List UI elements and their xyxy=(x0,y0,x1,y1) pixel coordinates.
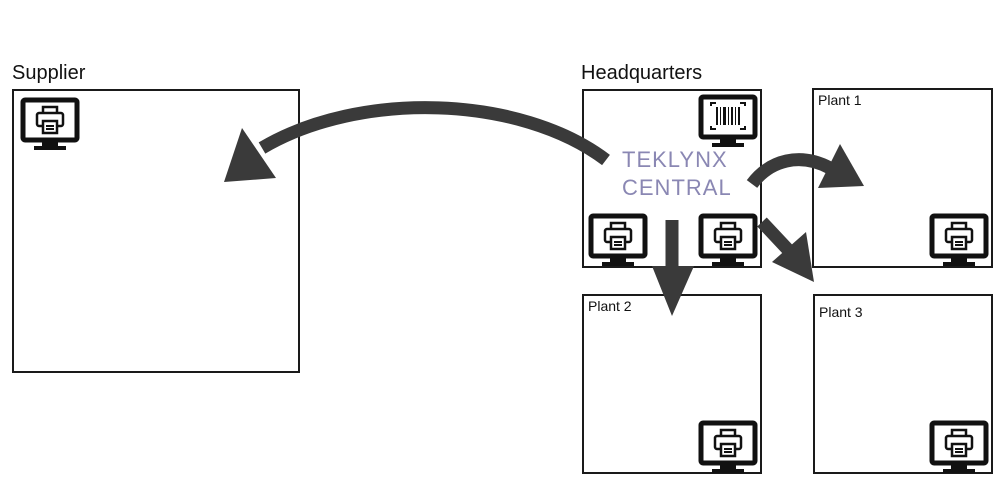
arrowhead-plant3 xyxy=(772,232,814,282)
central-line-2: CENTRAL xyxy=(622,175,732,200)
plant-1-label: Plant 1 xyxy=(818,92,862,108)
printer-monitor-icon xyxy=(929,420,989,476)
headquarters-title: Headquarters xyxy=(581,62,703,84)
printer-monitor-icon xyxy=(929,213,989,269)
plant-2-box: Plant 2 xyxy=(582,294,762,474)
plant-2-label: Plant 2 xyxy=(588,298,632,314)
plant-3-label: Plant 3 xyxy=(819,304,863,320)
supplier-box xyxy=(12,89,300,373)
barcode-monitor-icon xyxy=(698,94,758,150)
printer-monitor-icon xyxy=(698,213,758,269)
arrow-hq-to-supplier xyxy=(258,101,610,166)
printer-monitor-icon xyxy=(20,97,80,153)
printer-monitor-icon xyxy=(588,213,648,269)
headquarters-box xyxy=(582,89,762,268)
plant-1-box: Plant 1 xyxy=(812,88,993,268)
printer-monitor-icon xyxy=(698,420,758,476)
central-line-1: TEKLYNX xyxy=(622,147,728,172)
supplier-title: Supplier xyxy=(12,62,86,84)
arrow-hq-to-plant3 xyxy=(757,217,797,259)
teklynx-central-label: TEKLYNX CENTRAL xyxy=(622,146,732,202)
plant-3-box: Plant 3 xyxy=(813,294,993,474)
